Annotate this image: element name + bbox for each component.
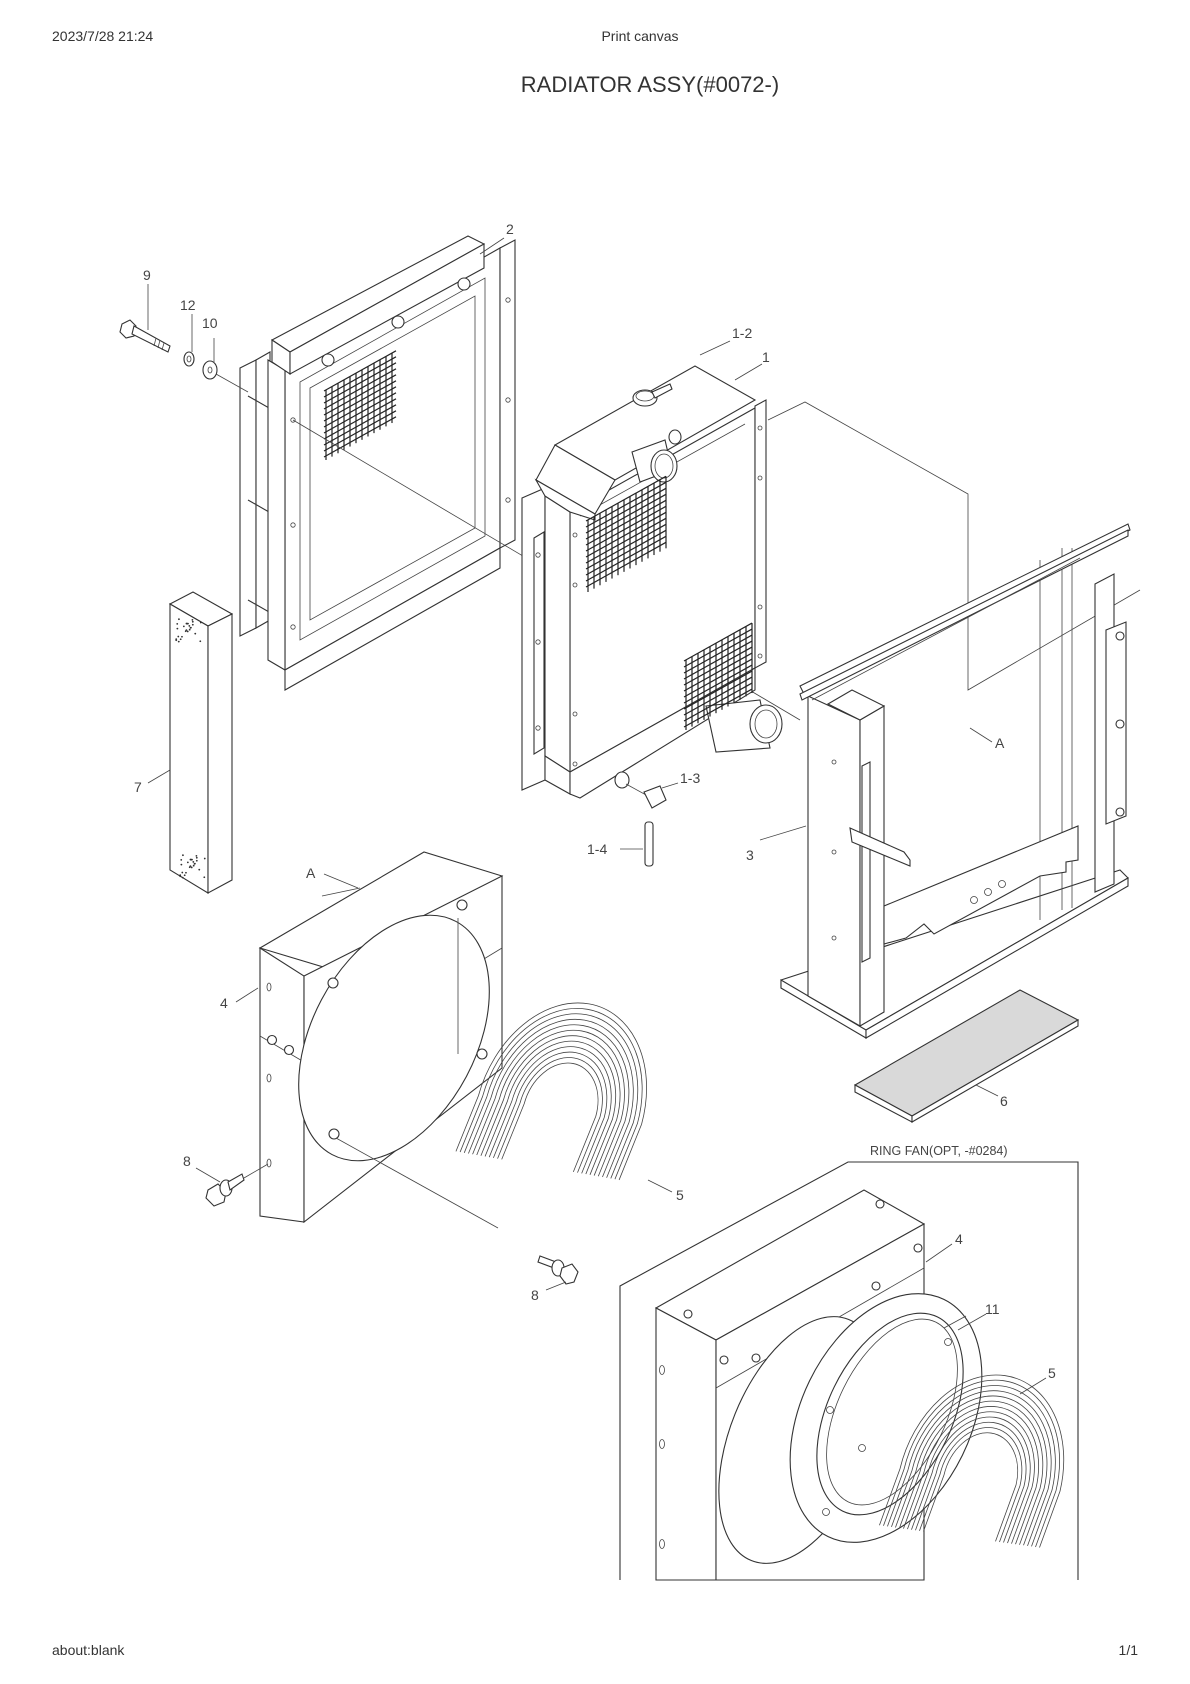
callout-seal: 7 — [134, 779, 142, 795]
bolt-9 — [119, 319, 171, 353]
callout-radiator-cap: 1-2 — [732, 325, 752, 341]
callout-bolt: 9 — [143, 267, 151, 283]
drain-cock — [643, 785, 667, 809]
callout-bolt-left: 8 — [183, 1153, 191, 1169]
callout-ring-fan-guard: 5 — [1048, 1365, 1056, 1381]
print-page-title: Print canvas — [601, 28, 679, 44]
plain-washer-10 — [202, 360, 218, 380]
radiator-part — [521, 365, 783, 799]
callout-plain-washer: 10 — [202, 315, 218, 331]
oil-cooler-part — [239, 235, 516, 691]
callout-drain-cock: 1-3 — [680, 770, 700, 786]
callout-shroud-ref: A — [306, 865, 316, 881]
callout-drain-hose: 1-4 — [587, 841, 607, 857]
bolt-8-left — [205, 1163, 269, 1207]
shroud-part — [258, 851, 504, 1229]
radiator-cap — [632, 389, 658, 407]
print-page-count: 1/1 — [1118, 1642, 1138, 1658]
callout-fan-guard: 5 — [676, 1187, 684, 1203]
drain-hose — [644, 821, 654, 867]
callout-frame-ref: A — [995, 735, 1005, 751]
callout-ring-fan-shroud: 4 — [955, 1231, 963, 1247]
ring-fan-inset: RING FAN(OPT, -#0284) — [619, 1144, 1079, 1581]
print-footer-url: about:blank — [52, 1642, 125, 1658]
core-mesh — [323, 350, 397, 460]
callout-pad: 6 — [1000, 1093, 1008, 1109]
pad-part — [853, 989, 1080, 1123]
callout-bolt-bottom: 8 — [531, 1287, 539, 1303]
print-timestamp: 2023/7/28 21:24 — [52, 28, 154, 44]
callout-spring-washer: 12 — [180, 297, 196, 313]
diagram-title: RADIATOR ASSY(#0072-) — [520, 72, 780, 97]
callout-frame: 3 — [746, 847, 754, 863]
callout-shroud: 4 — [220, 995, 228, 1011]
seal-part — [168, 591, 234, 894]
callout-oil-cooler: 2 — [506, 221, 514, 237]
inset-label: RING FAN(OPT, -#0284) — [870, 1144, 1008, 1158]
callout-ring: 11 — [985, 1301, 1000, 1317]
bolt-8-bottom — [537, 1255, 579, 1285]
callout-radiator: 1 — [762, 349, 770, 365]
spring-washer-12 — [183, 351, 195, 367]
frame-part — [780, 523, 1131, 1039]
